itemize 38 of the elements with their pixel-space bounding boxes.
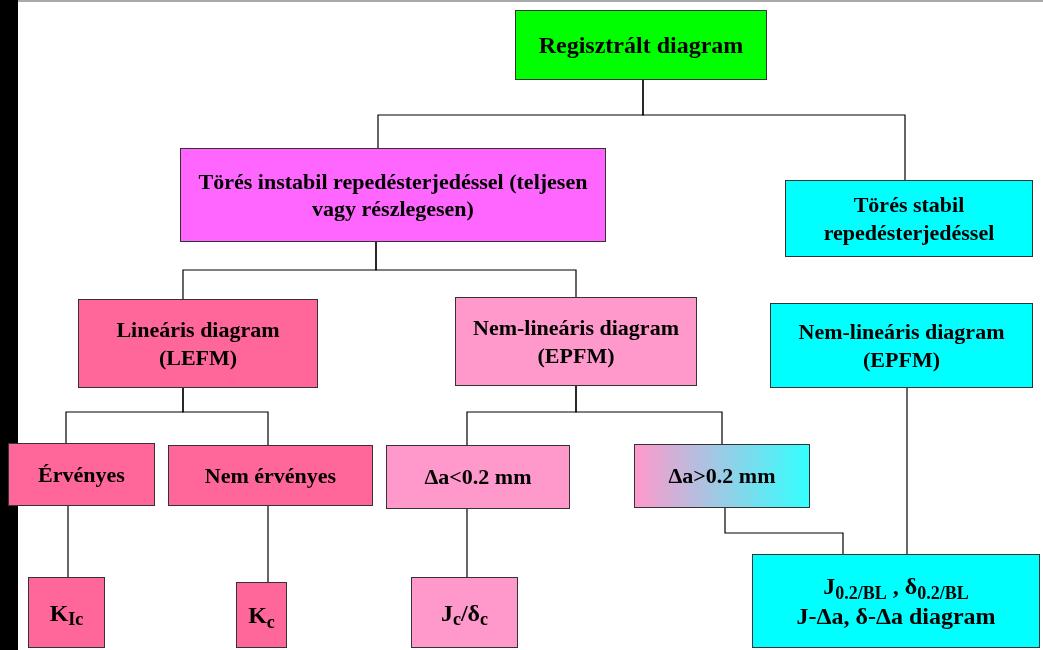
box-label: Nem-lineáris diagram (EPFM) bbox=[472, 314, 680, 369]
connector-line bbox=[906, 387, 908, 555]
box-label: K$_{Ic}$ bbox=[49, 598, 84, 628]
connector-line bbox=[67, 505, 69, 578]
box-label: Lineáris diagram (LEFM) bbox=[115, 316, 281, 371]
box-label: J-Δa, δ-Δa diagram bbox=[796, 602, 996, 631]
connector-line bbox=[642, 79, 906, 181]
box-label: Érvényes bbox=[38, 460, 125, 489]
box-label: Δa>0.2 mm bbox=[668, 462, 776, 490]
connector-line bbox=[182, 387, 269, 446]
connector-line bbox=[575, 385, 723, 445]
box-label: Törés stabil repedésterjedéssel bbox=[822, 191, 996, 246]
process-box bbox=[455, 297, 697, 386]
connector-line bbox=[724, 507, 844, 555]
process-box bbox=[411, 577, 518, 648]
process-box bbox=[785, 180, 1033, 257]
box-label: J$_{0.2/BL}$ , δ$_{0.2/BL}$ bbox=[823, 572, 969, 601]
process-box bbox=[515, 10, 767, 80]
box-label: Δa<0.2 mm bbox=[424, 463, 532, 491]
box-label: Regisztrált diagram bbox=[538, 31, 744, 60]
connector-line bbox=[466, 508, 468, 578]
box-label: Nem-lineáris diagram (EPFM) bbox=[797, 318, 1006, 373]
box-label: K$_{c}$ bbox=[248, 601, 275, 630]
process-box bbox=[8, 443, 155, 506]
process-box bbox=[78, 299, 318, 388]
box-label: Nem érvényes bbox=[204, 461, 337, 490]
process-box bbox=[386, 445, 570, 509]
process-box bbox=[634, 444, 810, 508]
box-label: J$_{c}$/δ$_{c}$ bbox=[440, 598, 489, 628]
process-box bbox=[28, 577, 105, 648]
process-box bbox=[180, 148, 606, 242]
process-box bbox=[236, 582, 287, 648]
process-box bbox=[168, 445, 373, 506]
box-label: Törés instabil repedésterjedéssel (teljesen vagy részlegesen) bbox=[197, 167, 589, 223]
process-box bbox=[752, 554, 1040, 648]
connector-line bbox=[267, 505, 269, 583]
connector-line bbox=[375, 241, 577, 298]
process-box bbox=[770, 303, 1033, 388]
